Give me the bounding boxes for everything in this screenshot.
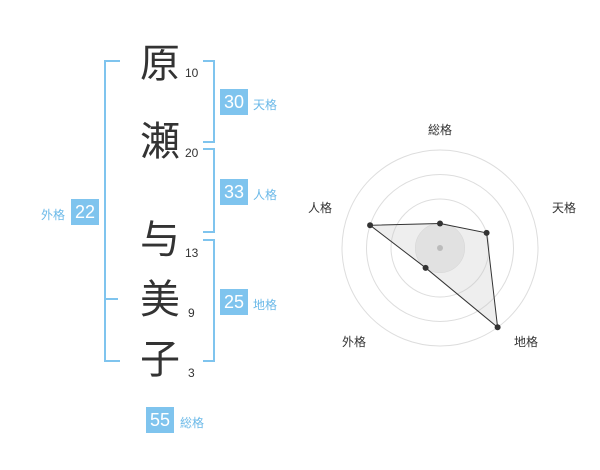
name-char-3: 与 — [140, 217, 180, 263]
radar-point-3 — [494, 324, 501, 331]
radar-point-2 — [483, 229, 490, 236]
radar-axis-label-2: 天格 — [552, 200, 576, 215]
name-char-5: 子 — [140, 337, 180, 383]
gaikaku-bracket — [104, 60, 120, 362]
radar-point-1 — [437, 220, 443, 227]
name-char-4: 美 — [140, 277, 180, 323]
radar-axis-label-5: 人格 — [308, 200, 332, 215]
radar-axis-label-4: 外格 — [342, 334, 366, 349]
gaikaku-bracket-tick — [104, 298, 118, 300]
radar-ring — [366, 174, 514, 322]
radar-axis-label-1: 総格 — [428, 122, 452, 137]
chikaku-bracket — [203, 239, 215, 362]
gaikaku-value: 22 — [71, 199, 99, 225]
chikaku-label: 地格 — [253, 298, 278, 312]
radar-point-5 — [367, 222, 374, 229]
tenkaku-bracket — [203, 60, 215, 143]
radar-data-polygon — [368, 222, 499, 329]
soukaku-value: 55 — [146, 407, 174, 433]
stroke-count-4: 9 — [188, 306, 195, 320]
stroke-count-1: 10 — [185, 66, 199, 80]
jinkaku-label: 人格 — [253, 188, 278, 202]
stroke-count-2: 20 — [185, 146, 199, 160]
stroke-count-5: 3 — [188, 366, 195, 380]
stroke-count-3: 13 — [185, 246, 199, 260]
jinkaku-bracket — [203, 148, 215, 233]
tenkaku-value: 30 — [220, 89, 248, 115]
name-char-2: 瀬 — [140, 119, 180, 165]
radar-axis-label-3: 地格 — [514, 334, 538, 349]
name-char-1: 原 — [140, 41, 180, 87]
soukaku-label: 総格 — [180, 416, 205, 430]
gaikaku-label: 外格 — [41, 208, 66, 222]
radar-ring — [341, 149, 539, 347]
jinkaku-value: 33 — [220, 179, 248, 205]
radar-point-4 — [422, 264, 429, 271]
radar-center-dot — [437, 245, 443, 251]
chikaku-value: 25 — [220, 289, 248, 315]
tenkaku-label: 天格 — [253, 98, 278, 112]
radar-ring — [390, 198, 490, 298]
